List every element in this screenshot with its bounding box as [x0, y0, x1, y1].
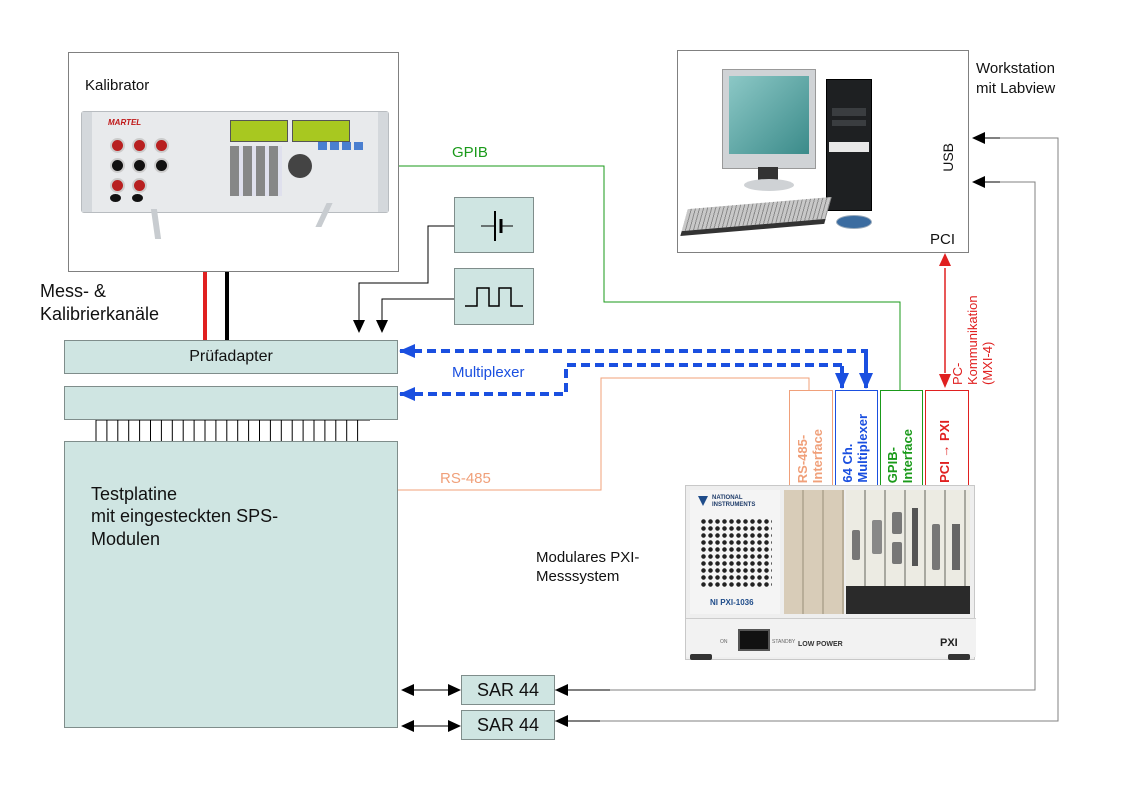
- pruefadapter-box: Prüfadapter: [64, 340, 398, 374]
- usb-arrow-1: [972, 132, 985, 144]
- workstation-label-2: mit Labview: [976, 80, 1056, 97]
- mess-label-1: Mess- &: [40, 281, 107, 301]
- sar2-in-arrow: [555, 715, 568, 727]
- pxi-module-multiplexer-label-2: Multiplexer: [854, 414, 870, 483]
- kalibrator-device: MARTEL: [81, 111, 389, 213]
- workstation-box: USB PCI: [677, 50, 969, 253]
- testplatine-label-2: mit eingesteckten SPS-: [91, 506, 279, 526]
- fan-grille: [700, 518, 772, 588]
- multiplexer-label: Multiplexer: [452, 364, 525, 381]
- gpib-label: GPIB: [452, 144, 488, 161]
- pc-comm-label-1: PC-: [950, 362, 965, 385]
- nav-pad: [288, 154, 312, 178]
- square-wave-icon: [465, 287, 523, 307]
- multiplexer-line-1: [399, 344, 868, 383]
- adapter-lower-box: [64, 386, 398, 420]
- mouse-icon: [836, 215, 872, 229]
- ni-brand-2: INSTRUMENTS: [712, 502, 756, 508]
- sar-box-2: SAR 44: [461, 710, 555, 740]
- usb-port-label: USB: [940, 143, 956, 172]
- display-left: [230, 120, 288, 142]
- power-on-label: ON: [720, 639, 728, 645]
- pci-port-label: PCI: [930, 231, 956, 248]
- kalibrator-brand: MARTEL: [108, 118, 142, 127]
- rs485-label: RS-485: [440, 470, 491, 487]
- sar1-dbl-arrow-left: [401, 684, 414, 696]
- sar1-in-arrow: [555, 684, 568, 696]
- usb-line-inner: [555, 181, 1036, 691]
- kalibrator-box: Kalibrator MARTEL: [68, 52, 399, 272]
- chassis-model: NI PXI-1036: [710, 598, 754, 607]
- pc-comm-label: PC- Kommunikation (MXI-4): [950, 255, 996, 385]
- pxi-module-gpib-label-2: Interface: [899, 428, 915, 483]
- pc-tower-icon: [826, 79, 872, 211]
- usb-arrow-2: [972, 176, 985, 188]
- pulse-source-line: [381, 298, 454, 328]
- power-mode-label: LOW POWER: [798, 641, 843, 648]
- keypad: [230, 146, 282, 196]
- gpib-line: [398, 165, 901, 390]
- pxi-module-pci-pxi-label: PCI → PXI: [937, 420, 952, 483]
- usb-line-outer: [555, 137, 1059, 722]
- workstation-label-1: Workstation: [976, 60, 1055, 77]
- pxi-label-2: Messsystem: [536, 568, 620, 585]
- dc-source-box: [454, 197, 534, 253]
- sar-box-1: SAR 44: [461, 675, 555, 705]
- testplatine-label-1: Testplatine: [91, 484, 178, 504]
- pxi-module-multiplexer: 64 Ch. Multiplexer: [835, 390, 878, 490]
- softkeys: [318, 142, 364, 150]
- terminal-jacks: [102, 134, 172, 204]
- kalibrator-foot-left: [150, 209, 162, 239]
- pxi-module-multiplexer-label-1: 64 Ch.: [840, 443, 855, 483]
- chassis-bottom: ON STANDBY LOW POWER PXI: [686, 618, 976, 657]
- pxi-module-rs485: RS-485- Interface: [789, 390, 833, 490]
- pulse-source-box: [454, 268, 534, 325]
- dc-source-line: [358, 225, 454, 328]
- pc-comm-label-3: (MXI-4): [979, 341, 995, 385]
- pxi-module-rs485-label-1: RS-485-: [795, 434, 810, 483]
- ni-logo-icon: [698, 496, 708, 506]
- battery-icon: [481, 211, 513, 241]
- power-switch: [738, 629, 770, 651]
- sar1-dbl-arrow-right: [448, 684, 461, 696]
- pxi-controller-panel: NATIONAL INSTRUMENTS NI PXI-1036: [690, 490, 780, 614]
- pxi-logo: PXI: [940, 637, 958, 649]
- empty-slots: [784, 490, 844, 614]
- keyboard-icon: [680, 196, 832, 237]
- pxi-chassis: NATIONAL INSTRUMENTS NI PXI-1036 ON STAN…: [685, 485, 976, 660]
- pc-comm-arrow-up: [939, 253, 951, 266]
- pxi-label-1: Modulares PXI-: [536, 549, 640, 566]
- kalibrator-label: Kalibrator: [85, 77, 150, 94]
- sar2-dbl-arrow-left: [401, 720, 414, 732]
- ni-brand-1: NATIONAL: [712, 495, 743, 501]
- pxi-module-pci-pxi: PCI → PXI: [925, 390, 969, 490]
- testplatine-box: Testplatine mit eingesteckten SPS- Modul…: [64, 441, 398, 728]
- sar-label-2: SAR 44: [476, 715, 540, 735]
- display-right: [292, 120, 350, 142]
- rs485-line: [398, 377, 810, 491]
- sar-label-1: SAR 44: [476, 680, 540, 700]
- connector-pins: [95, 419, 370, 441]
- pulse-arrow: [376, 320, 388, 333]
- pxi-module-rs485-label-2: Interface: [809, 428, 825, 483]
- pxi-cards: [846, 490, 970, 614]
- pxi-module-gpib: GPIB- Interface: [880, 390, 923, 490]
- monitor-icon: [722, 69, 816, 169]
- testplatine-label-3: Modulen: [91, 529, 161, 549]
- pruefadapter-label: Prüfadapter: [189, 348, 273, 365]
- mess-label-2: Kalibrierkanäle: [40, 304, 160, 324]
- dc-arrow: [353, 320, 365, 333]
- pc-comm-label-2: Kommunikation: [964, 295, 980, 385]
- sar2-dbl-arrow-right: [448, 720, 461, 732]
- pxi-module-gpib-label-1: GPIB-: [885, 446, 900, 483]
- power-standby-label: STANDBY: [772, 639, 796, 645]
- pc-comm-arrow-down: [939, 374, 951, 388]
